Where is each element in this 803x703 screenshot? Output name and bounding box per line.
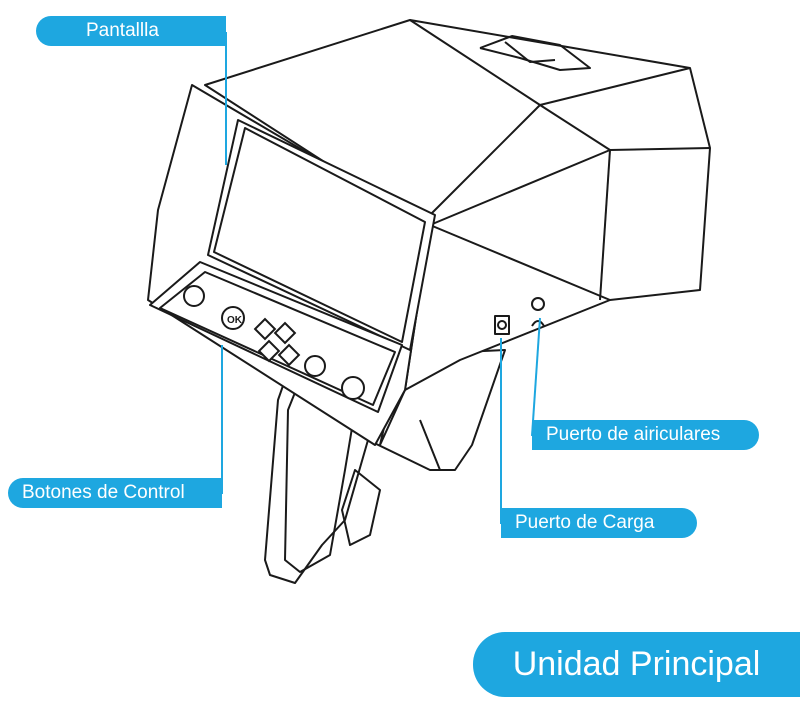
handle-grip (341, 469, 381, 546)
charging-port-shape (494, 315, 510, 335)
leader-headphone (531, 317, 541, 437)
top-logo (479, 35, 591, 71)
main-unit-title: Unidad Principal (473, 632, 800, 697)
control-panel (149, 261, 403, 413)
back-icon (304, 355, 326, 377)
headphone-icon (531, 320, 545, 327)
charging-port-label: Puerto de Carga (501, 508, 697, 538)
screen (213, 127, 426, 343)
headphone-port-shape (531, 297, 545, 311)
ok-button-label: OK (227, 315, 243, 326)
arrow-down-right-icon (277, 343, 301, 367)
ok-button (221, 306, 245, 330)
arrow-up-right-icon (273, 321, 297, 345)
screen-label: Pantallla (36, 16, 226, 46)
arrow-down-left-icon (257, 339, 281, 363)
arrow-up-left-icon (253, 317, 277, 341)
control-buttons-label: Botones de Control (8, 478, 222, 508)
gear-icon (183, 285, 205, 307)
headphone-port-label: Puerto de airiculares (532, 420, 759, 450)
power-icon (341, 376, 365, 400)
